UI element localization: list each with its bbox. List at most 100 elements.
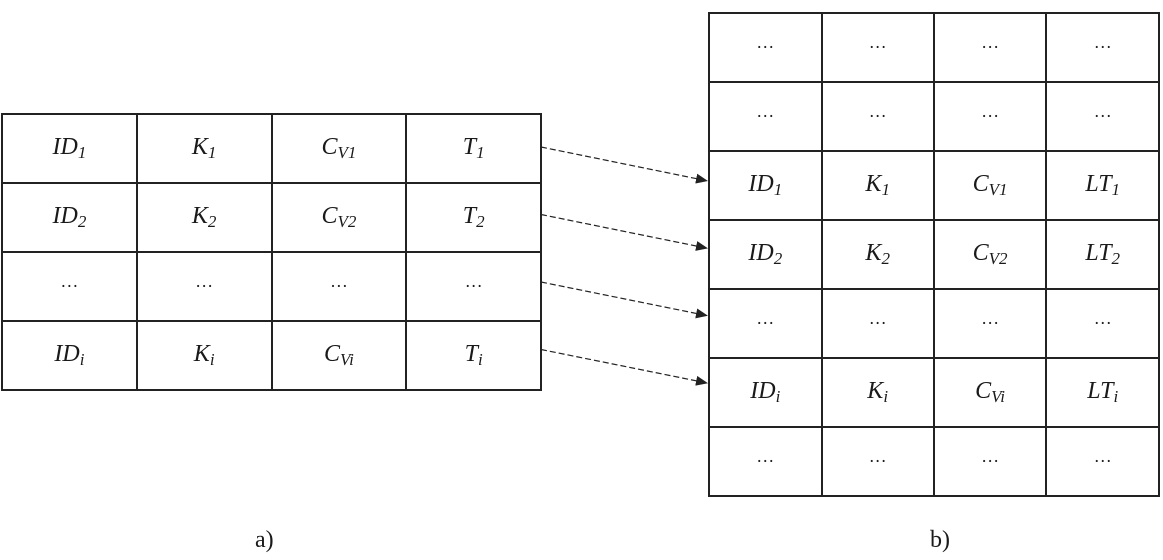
mapping-arrow [540, 281, 708, 319]
table-cell: K1 [820, 150, 935, 221]
table-cell: ··· [1045, 12, 1160, 83]
mapping-arrow [540, 146, 708, 184]
cell-symbol: ··· [464, 276, 483, 296]
table-cell: T1 [405, 113, 542, 184]
cell-symbol: C [972, 171, 989, 197]
table-cell: Ki [820, 357, 935, 428]
cell-symbol: ID [52, 134, 78, 160]
table-row: ············ [1, 251, 542, 322]
mapping-arrow [540, 213, 708, 251]
table-cell: ··· [820, 81, 935, 152]
table-row: ············ [708, 288, 1160, 359]
table-cell: ··· [820, 12, 935, 83]
caption-a: a) [255, 527, 274, 553]
table-cell: K1 [135, 113, 273, 184]
cell-symbol: ID [748, 240, 774, 266]
table-cell: ··· [932, 426, 1048, 497]
cell-symbol: C [324, 341, 341, 367]
table-cell: ID1 [708, 150, 823, 221]
table-row: ··· ··· ··· ··· [708, 12, 1160, 83]
cell-symbol: ID [750, 378, 776, 404]
cell-symbol: T [464, 341, 478, 367]
cell-symbol: C [321, 203, 338, 229]
cell-symbol: T [462, 134, 477, 160]
table-cell: K2 [135, 182, 273, 253]
table-cell: ID2 [1, 182, 138, 253]
table-cell: ··· [932, 12, 1048, 83]
table-cell: ··· [932, 288, 1048, 359]
cell-subscript: 1 [1111, 180, 1121, 199]
caption-b: b) [930, 527, 950, 553]
cell-subscript: i [883, 387, 889, 406]
cell-symbol: K [867, 378, 884, 404]
cell-subscript: i [1113, 387, 1119, 406]
table-cell: ··· [135, 251, 273, 322]
cell-symbol: ··· [756, 37, 775, 57]
table-cell: IDi [1, 320, 138, 391]
cell-symbol: ··· [60, 276, 79, 296]
cell-symbol: C [321, 134, 338, 160]
cell-subscript: Vi [340, 350, 354, 369]
table-cell: K2 [820, 219, 935, 290]
table-cell: LTi [1045, 357, 1160, 428]
mapping-arrow [540, 348, 708, 386]
table-cell: ··· [708, 426, 823, 497]
table-row: ··· ··· ··· ··· [708, 426, 1160, 497]
cell-symbol: LT [1087, 378, 1114, 404]
cell-symbol: LT [1085, 171, 1112, 197]
cell-symbol: ··· [195, 276, 214, 296]
cell-symbol: ··· [868, 451, 887, 471]
cell-symbol: ··· [981, 106, 1000, 126]
cell-symbol: ··· [756, 106, 775, 126]
cell-subscript: 1 [207, 143, 217, 162]
cell-symbol: ··· [868, 313, 887, 333]
cell-subscript: 2 [773, 249, 783, 268]
table-cell: ··· [820, 288, 935, 359]
table-cell: ··· [405, 251, 542, 322]
cell-symbol: ··· [756, 313, 775, 333]
table-cell: ··· [1045, 426, 1160, 497]
cell-subscript: V2 [337, 212, 357, 231]
table-cell: ID2 [708, 219, 823, 290]
cell-symbol: ··· [756, 451, 775, 471]
cell-symbol: ··· [981, 451, 1000, 471]
cell-symbol: K [191, 203, 208, 229]
cell-subscript: V2 [988, 249, 1008, 268]
cell-symbol: K [865, 171, 882, 197]
cell-symbol: ··· [868, 37, 887, 57]
table-cell: ··· [820, 426, 935, 497]
cell-subscript: i [79, 350, 85, 369]
table-cell: ··· [932, 81, 1048, 152]
cell-symbol: LT [1085, 240, 1112, 266]
cell-subscript: 2 [77, 212, 87, 231]
cell-subscript: V1 [337, 143, 357, 162]
table-cell: Ki [135, 320, 273, 391]
cell-symbol: ID [54, 341, 80, 367]
cell-subscript: 2 [1111, 249, 1121, 268]
cell-subscript: 1 [773, 180, 783, 199]
table-cell: IDi [708, 357, 823, 428]
cell-subscript: i [775, 387, 781, 406]
cell-subscript: 1 [77, 143, 87, 162]
table-cell: CV2 [932, 219, 1048, 290]
cell-symbol: ··· [1093, 37, 1112, 57]
cell-symbol: ··· [981, 37, 1000, 57]
cell-symbol: C [972, 240, 989, 266]
cell-subscript: Vi [991, 387, 1006, 406]
table-row: ············ [708, 81, 1160, 152]
cell-symbol: K [191, 134, 208, 160]
cell-subscript: 2 [476, 212, 485, 231]
cell-subscript: 1 [881, 180, 890, 199]
cell-symbol: T [462, 203, 477, 229]
cell-symbol: K [193, 341, 210, 367]
table-cell: LT2 [1045, 219, 1160, 290]
table-cell: ··· [1, 251, 138, 322]
table-cell: LT1 [1045, 150, 1160, 221]
cell-symbol: ··· [981, 313, 1000, 333]
